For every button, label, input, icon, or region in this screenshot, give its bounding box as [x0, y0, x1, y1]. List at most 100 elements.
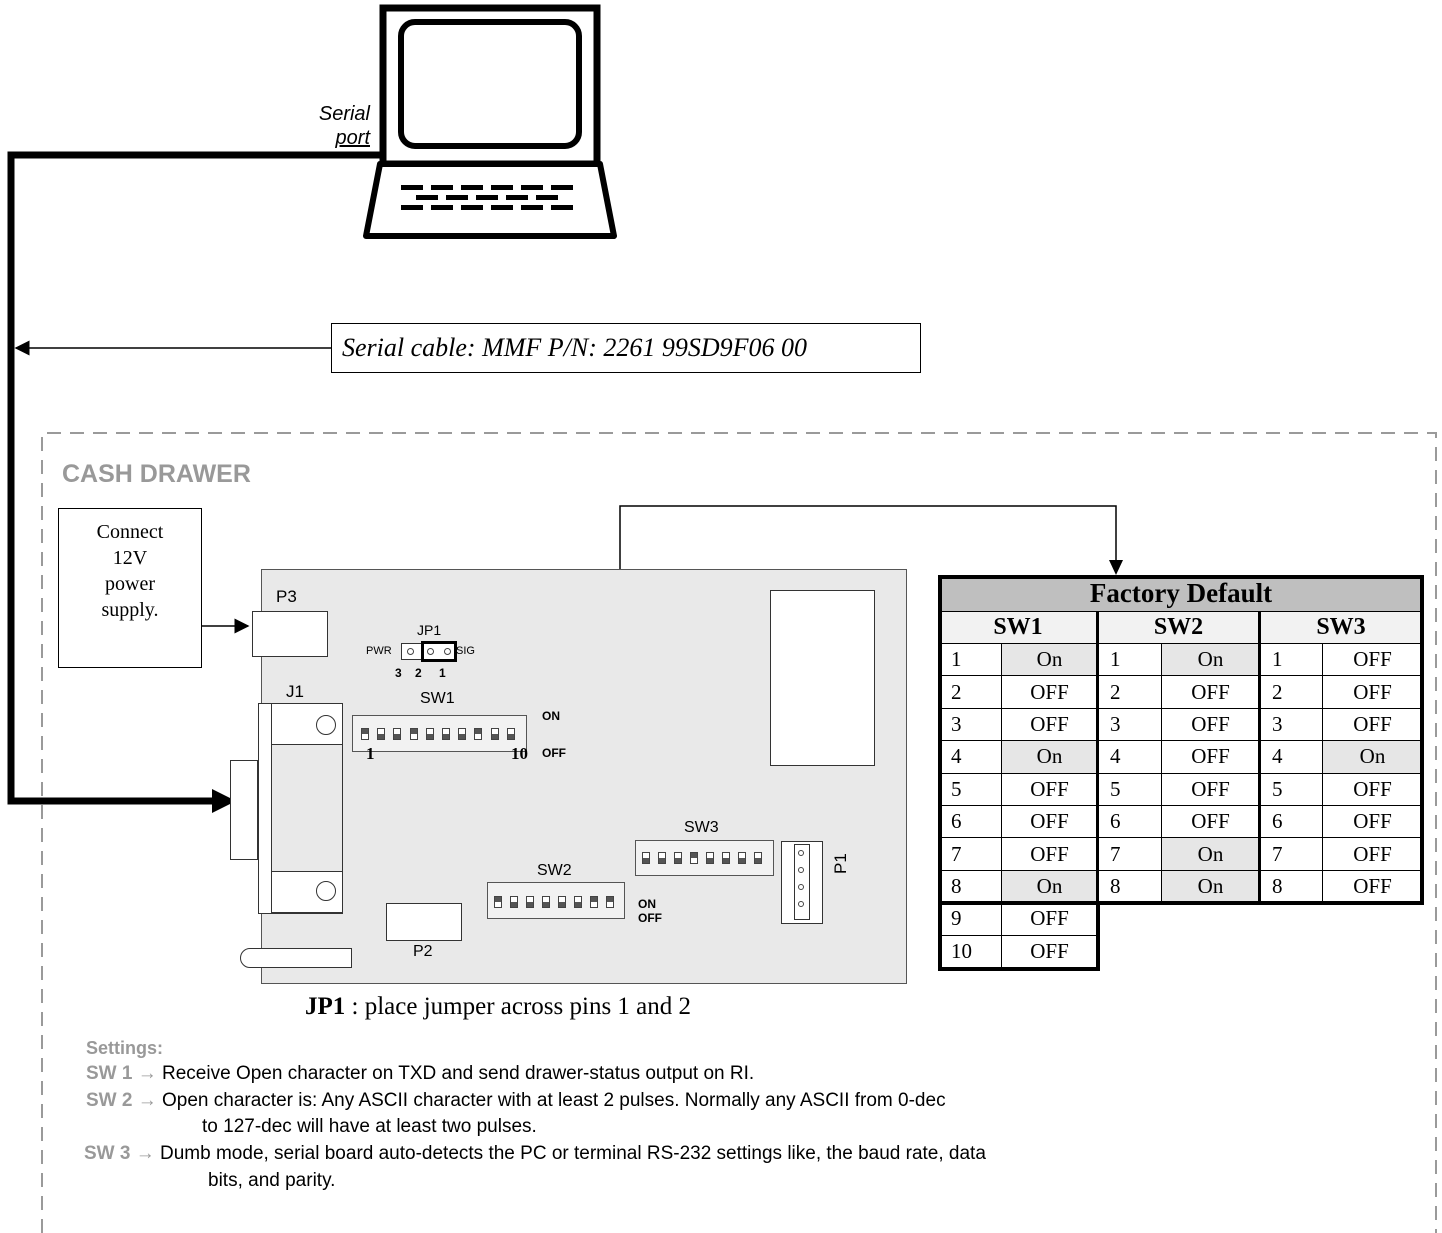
table-cell-number: 2	[1098, 676, 1162, 709]
table-cell-state: OFF	[1002, 676, 1098, 709]
table-cell-number: 4	[939, 741, 1002, 774]
sw1-label: SW1	[420, 690, 455, 707]
sw1-last-label: 10	[511, 744, 528, 763]
table-cell-state: OFF	[1162, 741, 1260, 774]
table-cell-number: 6	[1098, 806, 1162, 839]
jp1-note-bold: JP1	[305, 993, 346, 1020]
p1-pin	[798, 867, 804, 873]
table-cell-number: 3	[1260, 708, 1323, 742]
table-cell-state: On	[1323, 741, 1423, 774]
p2-header	[386, 903, 462, 941]
power-supply-box: Connect 12V power supply.	[58, 508, 202, 668]
serial-port-label: Serial	[318, 103, 370, 125]
table-cell-state: OFF	[1323, 644, 1423, 677]
dip-switch-lever	[494, 896, 502, 908]
settings-sw2-text-cont: to 127-dec will have at least two pulses…	[202, 1116, 537, 1137]
p2-label: P2	[413, 943, 433, 960]
table-cell-number: 6	[939, 806, 1002, 839]
p1-pin	[798, 884, 804, 890]
serial-cable-line	[7, 151, 383, 805]
j1-db9-shell	[230, 760, 258, 860]
sw1-header: SW1	[939, 612, 1098, 644]
settings-arrow: →	[137, 1090, 157, 1111]
settings-arrow: →	[135, 1143, 155, 1164]
table-cell-number: 3	[939, 708, 1002, 742]
dip-switch-lever	[606, 896, 614, 908]
sw1-on-label: ON	[542, 709, 560, 723]
group-separator	[1258, 612, 1261, 904]
table-cell-state: OFF	[1002, 806, 1098, 839]
table-cell-number: 2	[1260, 676, 1323, 709]
jp1-pwr-label: PWR	[366, 645, 392, 657]
jp1-pin	[407, 648, 414, 655]
settings-sw1-text: Receive Open character on TXD and send d…	[162, 1063, 755, 1084]
table-cell-state: OFF	[1002, 935, 1098, 968]
dip-switch-lever	[409, 728, 418, 740]
table-cell-state: OFF	[1162, 708, 1260, 742]
table-cell-number: 9	[939, 903, 1002, 936]
serial-port-label-2: port	[335, 127, 370, 149]
table-cell-state: On	[1162, 644, 1260, 677]
table-cell-state: OFF	[1002, 838, 1098, 871]
jp1-pin	[427, 648, 434, 655]
table-cell-number: 1	[1098, 644, 1162, 677]
settings-sw3-text: Dumb mode, serial board auto-detects the…	[160, 1143, 986, 1164]
sw3-dip-switch	[635, 840, 774, 876]
dip-switch-lever	[425, 728, 434, 740]
dip-switch-lever	[690, 852, 698, 864]
table-cell-state: OFF	[1323, 676, 1423, 709]
dip-switch-lever	[658, 852, 666, 864]
table-cell-number: 5	[1260, 773, 1323, 806]
sw1-first-label: 1	[366, 744, 375, 763]
p1-pin	[798, 901, 804, 907]
table-cell-state: On	[1002, 870, 1098, 904]
serial-board: P3 JP1 PWR SIG 3 2 1 J1 SW1 ON OFF 1 10 …	[230, 569, 907, 984]
dip-switch-lever	[474, 728, 483, 740]
dip-switch-lever	[722, 852, 730, 864]
dip-switch-lever	[506, 728, 515, 740]
dip-switch-lever	[510, 896, 518, 908]
dip-switch-lever	[377, 728, 386, 740]
power-label-line: Connect	[96, 521, 164, 543]
j1-label: J1	[286, 682, 304, 701]
factory-default-title: Factory Default	[939, 576, 1423, 612]
table-cell-number: 3	[1098, 708, 1162, 742]
table-cell-number: 5	[1098, 773, 1162, 806]
dip-switch-lever	[574, 896, 582, 908]
settings-sw2-text: Open character is: Any ASCII character w…	[162, 1090, 946, 1111]
dip-switch-lever	[490, 728, 499, 740]
power-label-line: power	[105, 573, 155, 595]
dip-switch-lever	[674, 852, 682, 864]
table-cell-number: 6	[1260, 806, 1323, 839]
table-cell-state: OFF	[1002, 708, 1098, 742]
table-cell-state: OFF	[1323, 838, 1423, 871]
jp1-jumper	[421, 641, 457, 662]
table-cell-number: 1	[939, 644, 1002, 677]
dip-switch-lever	[393, 728, 402, 740]
sw2-on-label: ON	[638, 897, 656, 911]
jp1-label: JP1	[417, 622, 442, 638]
power-label-line: 12V	[112, 547, 148, 569]
board-bottom-connector	[240, 948, 352, 968]
p3-connector	[252, 611, 328, 657]
sw2-off-label: OFF	[638, 911, 662, 925]
settings-heading: Settings:	[86, 1038, 164, 1058]
dip-switch-lever	[706, 852, 714, 864]
computer-icon	[363, 4, 617, 239]
jp1-note-text: : place jumper across pins 1 and 2	[345, 993, 692, 1020]
p1-label: P1	[831, 853, 850, 874]
serial-cable-label-box: Serial cable: MMF P/N: 2261 99SD9F06 00	[331, 323, 921, 373]
jp1-pin-number: 3	[395, 666, 402, 680]
sw3-label: SW3	[684, 819, 719, 836]
table-cell-state: OFF	[1162, 773, 1260, 806]
table-cell-number: 4	[1098, 741, 1162, 774]
dip-switch-lever	[558, 896, 566, 908]
power-label-line: supply.	[101, 599, 159, 621]
settings-sw1-label: SW 1	[86, 1063, 133, 1084]
table-cell-number: 4	[1260, 741, 1323, 774]
settings-sw3-text-cont: bits, and parity.	[208, 1170, 336, 1191]
p1-pin	[798, 850, 804, 856]
table-cell-state: OFF	[1162, 806, 1260, 839]
table-cell-number: 2	[939, 676, 1002, 709]
settings-sw3-label: SW 3	[84, 1143, 131, 1164]
